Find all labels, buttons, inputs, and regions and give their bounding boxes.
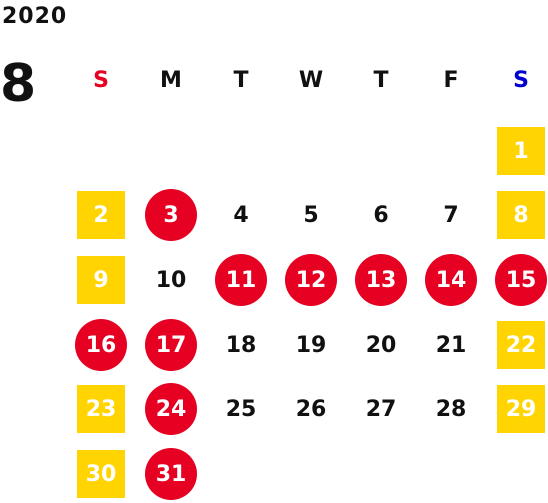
weekday-label: T <box>373 68 389 93</box>
day-cell[interactable]: 25 <box>225 396 257 422</box>
day-cell[interactable]: 18 <box>225 332 257 358</box>
day-cell[interactable]: 10 <box>155 267 187 293</box>
day-cell[interactable]: 11 <box>215 254 267 306</box>
day-cell[interactable]: 22 <box>497 321 545 369</box>
day-cell[interactable]: 13 <box>355 254 407 306</box>
day-cell[interactable]: 5 <box>303 202 319 228</box>
weekday-label: F <box>443 68 459 93</box>
day-cell[interactable]: 26 <box>295 396 327 422</box>
day-cell[interactable]: 2 <box>77 191 125 239</box>
day-cell[interactable]: 3 <box>145 189 197 241</box>
day-cell[interactable]: 19 <box>295 332 327 358</box>
day-cell[interactable]: 14 <box>425 254 477 306</box>
day-cell[interactable]: 4 <box>233 202 249 228</box>
day-cell[interactable]: 28 <box>435 396 467 422</box>
weekday-label: S <box>513 68 529 93</box>
weekday-label: W <box>298 68 324 93</box>
day-cell[interactable]: 21 <box>435 332 467 358</box>
day-cell[interactable]: 24 <box>145 383 197 435</box>
day-cell[interactable]: 9 <box>77 256 125 304</box>
day-cell[interactable]: 15 <box>495 254 547 306</box>
day-cell[interactable]: 31 <box>145 448 197 500</box>
day-cell[interactable]: 8 <box>497 191 545 239</box>
day-cell[interactable]: 30 <box>77 450 125 498</box>
day-cell[interactable]: 1 <box>497 127 545 175</box>
day-cell[interactable]: 27 <box>365 396 397 422</box>
day-cell[interactable]: 20 <box>365 332 397 358</box>
day-cell[interactable]: 16 <box>75 319 127 371</box>
day-cell[interactable]: 23 <box>77 385 125 433</box>
weekday-label: T <box>233 68 249 93</box>
day-cell[interactable]: 7 <box>443 202 459 228</box>
month-number: 8 <box>0 54 37 114</box>
year-label: 2020 <box>2 4 68 29</box>
weekday-label: M <box>160 68 182 93</box>
day-cell[interactable]: 29 <box>497 385 545 433</box>
day-cell[interactable]: 12 <box>285 254 337 306</box>
day-cell[interactable]: 17 <box>145 319 197 371</box>
weekday-label: S <box>93 68 109 93</box>
day-cell[interactable]: 6 <box>373 202 389 228</box>
